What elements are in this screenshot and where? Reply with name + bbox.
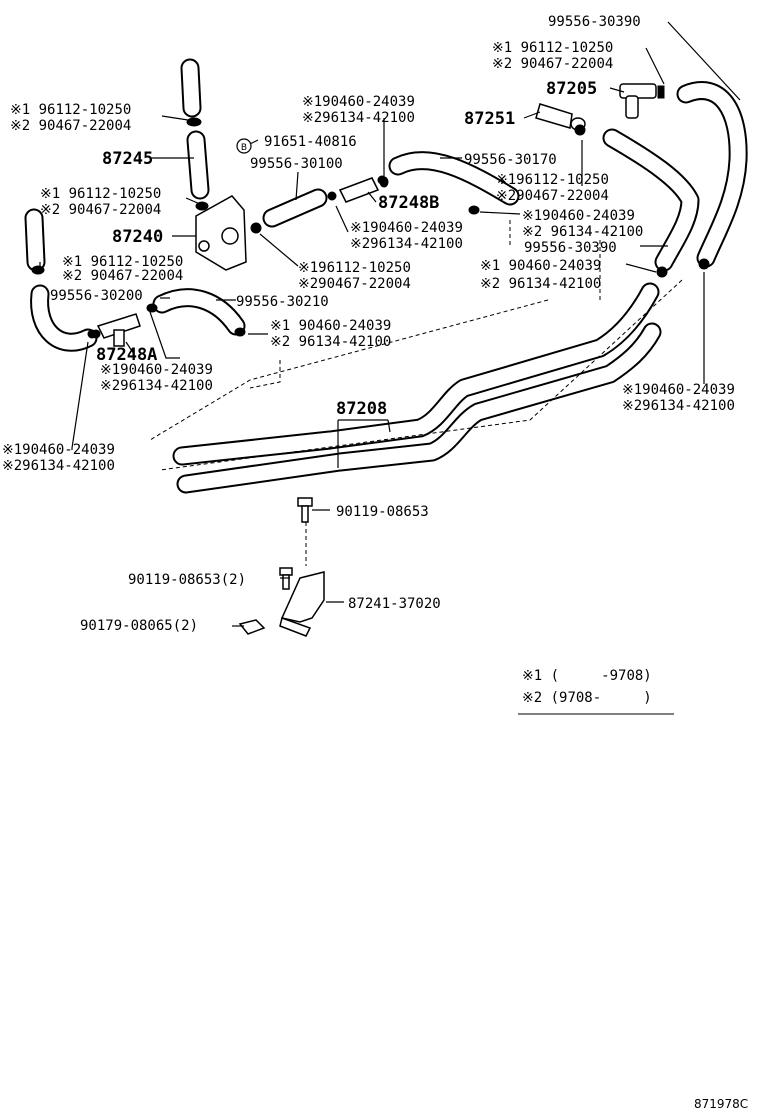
leader-lines	[39, 21, 741, 627]
label-87205: 87205	[546, 79, 597, 99]
label-90460-24039-center-top: ※190460-24039	[302, 94, 415, 110]
label-90119-08653: 90119-08653	[336, 504, 429, 520]
dashed-lines	[149, 220, 683, 566]
label-90467-22004-top-left: ※2 90467-22004	[10, 118, 131, 134]
label-87248a: 87248A	[96, 345, 157, 365]
label-90119-08653-2: 90119-08653(2)	[128, 572, 246, 588]
label-90467-22004-valve: ※290467-22004	[496, 188, 609, 204]
water-valve-87240	[195, 195, 247, 271]
label-87245: 87245	[102, 149, 153, 169]
label-99556-30100: 99556-30100	[250, 156, 343, 172]
legend-row-1: ※1 ( -9708)	[522, 668, 652, 684]
label-96134-42100-right-mid: ※2 96134-42100	[522, 224, 643, 240]
label-96134-42100-87248b: ※296134-42100	[350, 236, 463, 252]
label-96112-10250-tee: ※1 96112-10250	[492, 40, 613, 56]
bolt-90119-08653	[297, 497, 313, 523]
label-90460-24039-87248b: ※190460-24039	[350, 220, 463, 236]
legend: ※1 ( -9708) ※2 (9708- )	[518, 668, 674, 715]
label-96112-10250-left: ※1 96112-10250	[62, 254, 183, 270]
parts	[31, 83, 710, 637]
label-90460-24039-far-right: ※190460-24039	[622, 382, 735, 398]
label-90460-24039-right-lower: ※1 90460-24039	[480, 258, 601, 274]
label-99556-30170: 99556-30170	[464, 152, 557, 168]
tee-joint-87205	[619, 83, 665, 119]
label-96134-42100-30210: ※2 96134-42100	[270, 334, 391, 350]
label-90467-22004-tee: ※2 90467-22004	[492, 56, 613, 72]
label-87248b: 87248B	[378, 193, 439, 213]
label-90460-24039-30210: ※1 90460-24039	[270, 318, 391, 334]
label-90467-22004-left: ※2 90467-22004	[62, 268, 183, 284]
clamps	[31, 117, 710, 339]
label-87208: 87208	[336, 399, 387, 419]
label-90460-24039-87248a: ※190460-24039	[100, 362, 213, 378]
label-99556-30210: 99556-30210	[236, 294, 329, 310]
label-90179-08065-2: 90179-08065(2)	[80, 618, 198, 634]
label-96134-42100-far-right: ※296134-42100	[622, 398, 735, 414]
label-87240: 87240	[112, 227, 163, 247]
nut-90179-08065	[238, 619, 266, 635]
hoses	[24, 58, 748, 494]
label-99556-30200: 99556-30200	[50, 288, 143, 304]
label-96134-42100-87248a: ※296134-42100	[100, 378, 213, 394]
label-96112-10250-87240: ※196112-10250	[298, 260, 411, 276]
label-99556-30390-lower: 99556-30390	[524, 240, 617, 256]
label-96134-42100-right-lower: ※2 96134-42100	[480, 276, 601, 292]
label-96134-42100-center-top: ※296134-42100	[302, 110, 415, 126]
label-87241-37020: 87241-37020	[348, 596, 441, 612]
label-90460-24039-right-mid: ※190460-24039	[522, 208, 635, 224]
label-90467-22004-87240: ※290467-22004	[298, 276, 411, 292]
label-99556-30390-top: 99556-30390	[548, 14, 641, 30]
reference-circle-b: B	[236, 138, 252, 154]
label-96112-10250-top-left: ※1 96112-10250	[10, 102, 131, 118]
bracket-87241-37020	[279, 571, 325, 637]
label-90460-24039-bottom-left: ※190460-24039	[2, 442, 115, 458]
label-96134-42100-bottom-left: ※296134-42100	[2, 458, 115, 474]
label-96112-10250-87245: ※1 96112-10250	[40, 186, 161, 202]
label-91651-40816: 91651-40816	[264, 134, 357, 150]
part-labels: 99556-30390 ※1 96112-10250 ※2 90467-2200…	[2, 14, 735, 634]
figure-code: 871978C	[694, 1097, 748, 1111]
label-90467-22004-87245: ※2 90467-22004	[40, 202, 161, 218]
legend-row-2: ※2 (9708- )	[522, 690, 652, 706]
label-87251: 87251	[464, 109, 515, 129]
bolt-90119-08653-2	[279, 567, 293, 590]
tee-joint-87248a	[91, 313, 141, 347]
label-96112-10250-valve: ※196112-10250	[496, 172, 609, 188]
reference-circle-b-text: B	[241, 143, 247, 153]
